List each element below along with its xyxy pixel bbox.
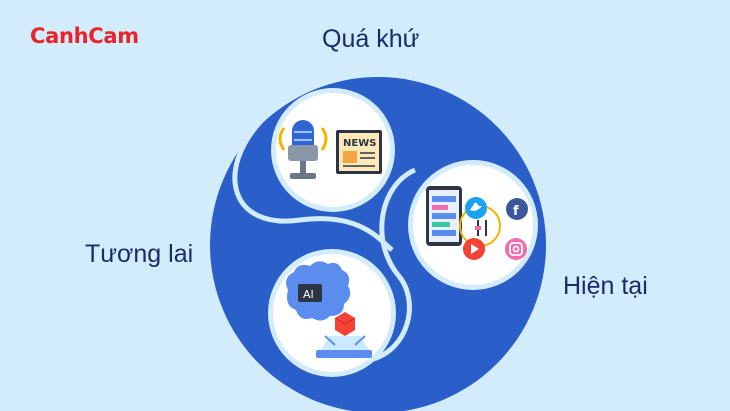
label-past: Quá khứ bbox=[322, 25, 420, 53]
smartphone-icon bbox=[426, 186, 462, 246]
microphone-icon bbox=[278, 120, 328, 179]
youtube-icon bbox=[463, 238, 485, 260]
svg-text:f: f bbox=[513, 204, 519, 219]
newspaper-text: NEWS bbox=[343, 138, 376, 149]
swirl-divider-upper bbox=[232, 118, 394, 252]
facebook-icon: f bbox=[506, 198, 528, 220]
swirl-divider-right bbox=[369, 167, 417, 363]
hologram-cube-icon bbox=[316, 312, 372, 358]
newspaper-icon: NEWS bbox=[336, 130, 382, 174]
label-present: Hiện tại bbox=[563, 272, 648, 300]
ai-brain-icon: AI bbox=[286, 261, 351, 321]
ai-chip-text: AI bbox=[303, 288, 314, 301]
brand-logo: CanhCam bbox=[30, 24, 139, 48]
instagram-icon bbox=[505, 238, 527, 260]
sliders-icon bbox=[475, 220, 487, 236]
label-future: Tương lai bbox=[85, 240, 194, 268]
twitter-icon bbox=[465, 197, 487, 219]
